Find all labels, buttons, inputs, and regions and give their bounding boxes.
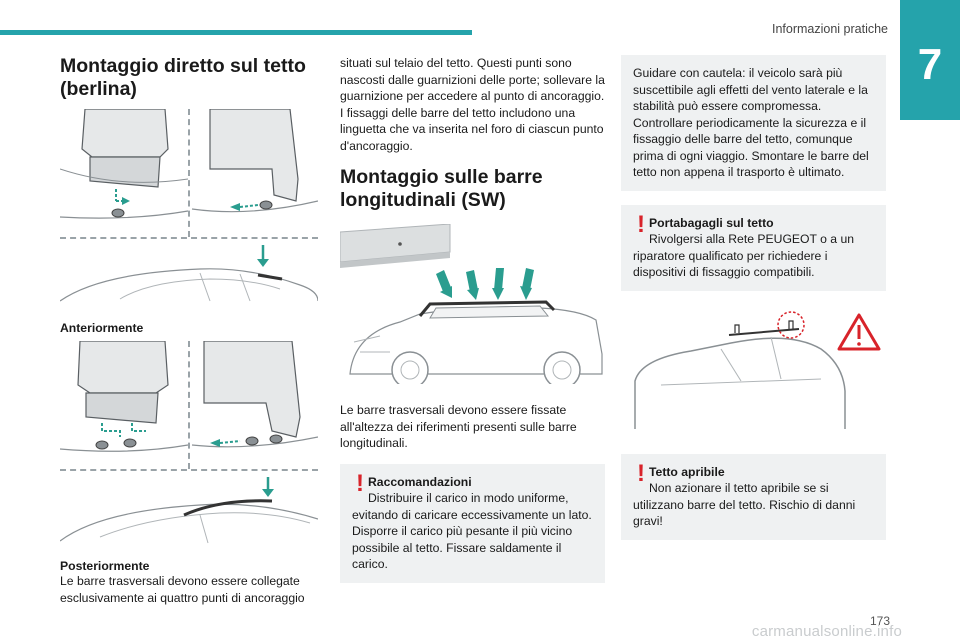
caption-front: Anteriormente [60, 321, 144, 335]
note-driving-caution: Guidare con cautela: il veicolo sarà più… [621, 55, 886, 191]
column-3: Guidare con cautela: il veicolo sarà più… [621, 55, 886, 540]
figure-divider [60, 237, 318, 239]
top-accent-bar [0, 30, 472, 35]
figure-divider [60, 469, 318, 471]
warning-exclamation-icon: ! [637, 459, 645, 487]
note-recommendations: ! Raccomandazioni Distribuire il carico … [340, 463, 605, 583]
sedan-rear-illustration [59, 477, 319, 544]
sw-mount-figure [339, 223, 605, 389]
note-title: Tetto apribile [649, 464, 725, 479]
note-body: Guidare con cautela: il veicolo sarà più… [633, 66, 869, 179]
rear-mount-illustration [59, 340, 319, 452]
title-sw-mounting: Montaggio sulle barre longitudinali (SW) [340, 166, 543, 211]
note-body: Rivolgersi alla Rete PEUGEOT o a un ripa… [633, 232, 855, 279]
page-number: 173 [869, 614, 890, 628]
note-body: Non azionare il tetto apribile se si uti… [633, 481, 856, 528]
sedan-front-illustration [59, 245, 319, 302]
text-anchor-points: situati sul telaio del tetto. Questi pun… [340, 56, 605, 153]
text-rear-mounting: Le barre trasversali devono essere colle… [60, 574, 305, 605]
watermark: carmanualsonline.info [751, 623, 902, 640]
note-title: Raccomandazioni [368, 474, 472, 489]
warning-exclamation-icon: ! [637, 210, 645, 238]
sw-car-illustration [339, 223, 603, 389]
rear-mount-detail-figure [59, 340, 319, 469]
title-sedan-mounting: Montaggio diretto sul tetto (berlina) [60, 55, 306, 100]
note-body: Distribuire il carico in modo uniforme, … [352, 491, 592, 571]
sedan-front-figure [59, 239, 319, 315]
front-mount-illustration [59, 108, 319, 219]
note-title: Portabagagli sul tetto [649, 215, 774, 230]
figure-divider [188, 109, 190, 237]
column-1: Montaggio diretto sul tetto (berlina) [59, 55, 319, 606]
warning-exclamation-icon: ! [356, 469, 364, 497]
front-mount-detail-figure [59, 108, 319, 237]
text-sw-crossbars: Le barre trasversali devono essere fissa… [340, 403, 577, 450]
sunroof-warning-figure [621, 309, 886, 434]
chapter-tab: 7 [900, 0, 960, 120]
section-label: Informazioni pratiche [771, 22, 888, 36]
figure-divider [188, 341, 190, 469]
column-2: situati sul telaio del tetto. Questi pun… [339, 55, 605, 583]
sedan-rear-figure [59, 471, 319, 553]
note-sunroof: ! Tetto apribile Non azionare il tetto a… [621, 453, 886, 540]
chapter-number: 7 [917, 40, 943, 89]
note-roof-rack: ! Portabagagli sul tetto Rivolgersi alla… [621, 204, 886, 291]
caption-rear: Posteriormente [60, 559, 150, 573]
sunroof-car-illustration [634, 310, 881, 429]
